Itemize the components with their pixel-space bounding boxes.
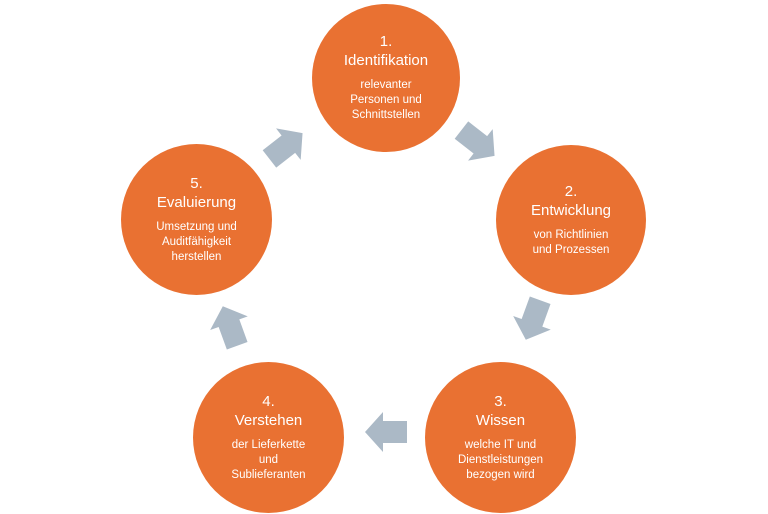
arrow-down-right-icon — [454, 121, 495, 161]
step-description: der Lieferkette und Sublieferanten — [231, 438, 306, 481]
step-title: Identifikation — [343, 52, 429, 69]
step-title: Verstehen — [234, 411, 303, 429]
arrow-left-icon — [365, 412, 407, 452]
step-entwicklung: 2. Entwicklung von Richtlinien und Proze… — [496, 145, 646, 295]
step-number: 5. — [190, 174, 203, 192]
step-number: 3. — [494, 392, 507, 410]
arrow-up-right-icon — [262, 128, 303, 168]
arrow-down-left-icon — [513, 296, 551, 340]
step-title: Wissen — [475, 411, 526, 429]
step-number: 2. — [564, 182, 578, 200]
step-description: relevanter Personen und Schnittstellen — [350, 79, 422, 121]
step-verstehen: 4. Verstehen der Lieferkette und Sublief… — [193, 362, 344, 513]
arrow-up-left-icon — [210, 306, 248, 350]
step-wissen: 3. Wissen welche IT und Dienstleistungen… — [425, 362, 576, 513]
step-identifikation: 1. Identifikation relevanter Personen un… — [312, 4, 460, 152]
step-number: 1. — [379, 33, 393, 50]
step-description: welche IT und Dienstleistungen bezogen w… — [457, 438, 544, 481]
step-evaluierung: 5. Evaluierung Umsetzung und Auditfähigk… — [121, 144, 272, 295]
step-description: Umsetzung und Auditfähigkeit herstellen — [156, 220, 237, 263]
step-description: von Richtlinien und Prozessen — [532, 228, 610, 256]
step-title: Entwicklung — [530, 201, 612, 219]
step-number: 4. — [262, 392, 275, 410]
step-title: Evaluierung — [156, 193, 237, 211]
